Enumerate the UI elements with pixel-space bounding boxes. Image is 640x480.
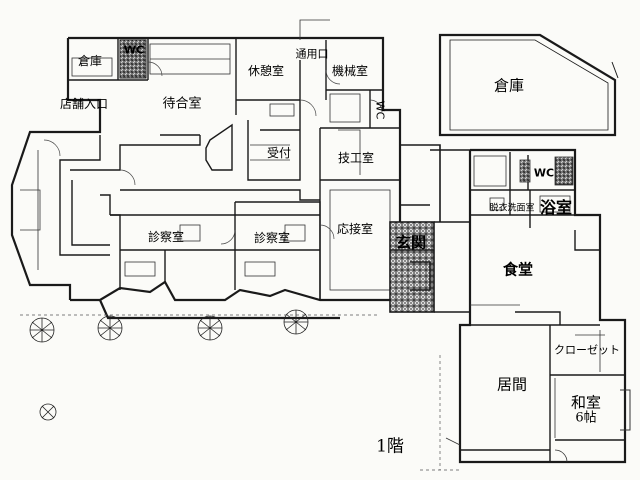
- residence-walls: [458, 148, 627, 464]
- room-label-wc-right: WC: [533, 166, 555, 180]
- room-label-shinsatsushitsu-1: 診察室: [147, 230, 185, 244]
- door-swings: [43, 61, 383, 245]
- clinic-fixtures: [20, 19, 391, 291]
- room-label-shinsatsushitsu-2: 診察室: [253, 231, 291, 245]
- genkan-area: [389, 221, 435, 313]
- room-label-souko-large: 倉庫: [493, 76, 525, 95]
- room-label-tenpo-iriguchi: 店舗入口: [59, 97, 109, 111]
- room-label-tsuyou-guchi: 通用口: [295, 47, 329, 61]
- room-label-shokudou: 食堂: [502, 260, 534, 279]
- room-label-kikaishitsu: 機械室: [331, 64, 369, 78]
- room-label-souko-small: 倉庫: [77, 54, 103, 68]
- room-label-datsui-senmenshitsu: 脱衣洗面室: [489, 203, 535, 214]
- wc-top-floor: [119, 39, 147, 79]
- room-label-ima: 居間: [496, 375, 528, 394]
- room-label-uketsuke: 受付: [266, 146, 292, 160]
- residence-inner-walls: [460, 152, 625, 462]
- exterior-lines: [20, 314, 460, 471]
- room-label-washitsu: 和室: [570, 393, 602, 412]
- room-label-gikoushitsu: 技工室: [337, 151, 375, 165]
- room-label-yokushitsu: 浴室: [539, 198, 573, 217]
- trees: [29, 309, 309, 421]
- floor-label: 1階: [376, 436, 404, 457]
- room-label-kyuukeishitsu: 休憩室: [247, 64, 285, 78]
- room-label-ousetsushitsu: 応接室: [336, 222, 374, 236]
- room-label-wc-vertical: WC: [373, 100, 387, 120]
- room-label-closet: クローゼット: [554, 343, 620, 357]
- residence-fixtures: [445, 155, 631, 463]
- warehouse-large: [438, 33, 619, 137]
- room-label-washitsu-group: 和室 6帖: [571, 395, 601, 426]
- room-label-washitsu-size: 6帖: [575, 410, 597, 426]
- room-label-genkan: 玄関: [395, 233, 427, 252]
- room-label-machiaishitsu: 待合室: [162, 96, 202, 112]
- room-label-wc-top: WC: [123, 43, 145, 57]
